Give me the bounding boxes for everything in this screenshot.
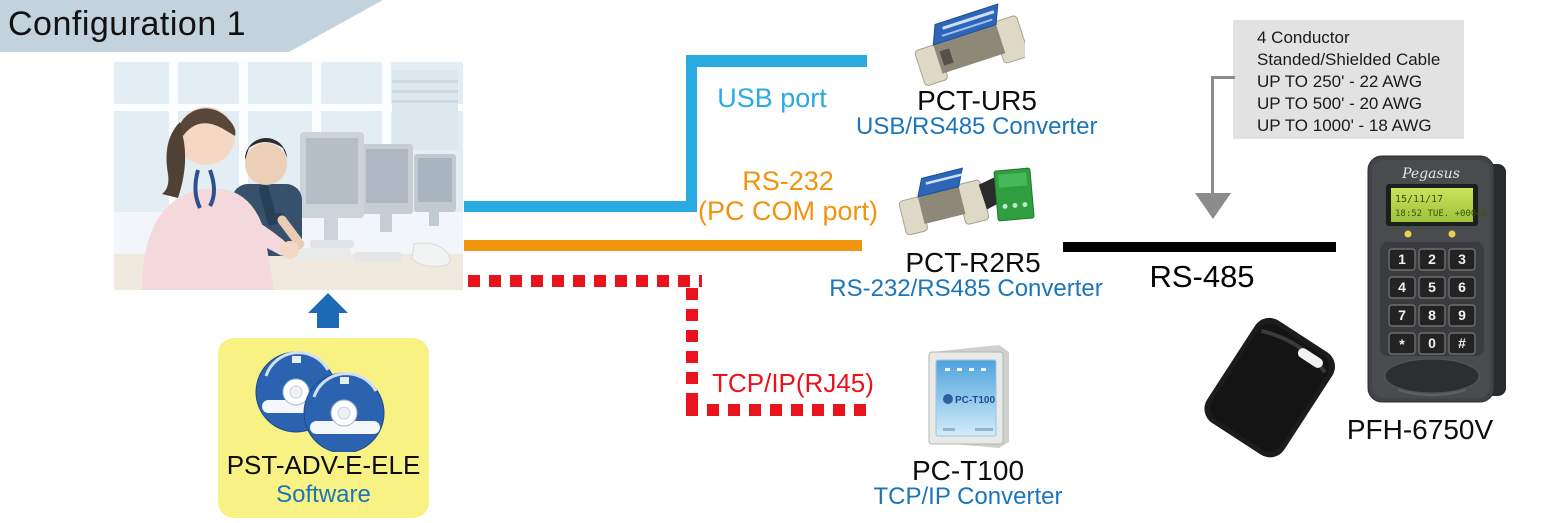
rs232-label-line1: RS-232	[742, 166, 834, 196]
pct-r2r5-image	[898, 167, 1035, 236]
keypad-key: *	[1399, 336, 1405, 352]
cable-note-line-1: 4 Conductor	[1257, 28, 1350, 47]
key-fob-image	[1204, 317, 1335, 458]
cable-note-line-3: UP TO 250' - 22 AWG	[1257, 72, 1423, 91]
keypad-key: 3	[1458, 251, 1466, 267]
rs232-line	[464, 240, 862, 251]
rs485-line	[1063, 242, 1336, 252]
software-name: PST-ADV-E-ELE	[226, 450, 421, 480]
software-arrow-icon	[308, 293, 348, 313]
pfh-6750v-keypad: 1 2 3 4 5 6 7 8 9 * 0 #	[1388, 248, 1476, 355]
pct-r2r5-description: RS-232/RS485 Converter	[829, 275, 1103, 302]
keypad-key: #	[1458, 335, 1466, 351]
pfh-6750v-lcd-line1: 15/11/17	[1395, 194, 1443, 205]
cable-note-line-4: UP TO 500' - 20 AWG	[1257, 94, 1423, 113]
cable-note-connector-vertical	[1211, 76, 1214, 194]
pfh-6750v-name: PFH-6750V	[1346, 414, 1494, 445]
keypad-key: 2	[1428, 251, 1436, 267]
banner-title: Configuration 1	[8, 5, 247, 43]
keypad-key: 6	[1458, 279, 1466, 295]
tcpip-line-horizontal-2	[686, 404, 870, 416]
keypad-key: 9	[1458, 307, 1466, 323]
usb-line-horizontal	[464, 201, 697, 212]
tcpip-line-vertical	[686, 288, 698, 409]
cable-note-connector-horizontal	[1211, 76, 1235, 79]
pfh-6750v-brand: Pegasus	[1401, 166, 1460, 182]
pfh-6750v-image: Pegasus 15/11/17 18:52 TUE. +00046 1 2 3…	[1367, 155, 1506, 403]
usb-line-top	[686, 55, 867, 67]
usb-line-vertical	[686, 55, 697, 212]
pct-r2r5-name: PCT-R2R5	[905, 247, 1041, 278]
cable-note-line-2: Standed/Shielded Cable	[1257, 50, 1441, 69]
cable-note-line-5: UP TO 1000' - 18 AWG	[1257, 116, 1432, 135]
pfh-6750v-lcd-line2: 18:52 TUE. +00046	[1395, 209, 1487, 219]
keypad-key: 7	[1398, 307, 1406, 323]
pc-t100-panel-label: PC-T100	[955, 395, 995, 406]
software-cds-icon	[255, 351, 385, 452]
rs485-label: RS-485	[1149, 259, 1255, 294]
pc-t100-image: PC-T100	[928, 345, 1009, 448]
keypad-key: 0	[1428, 335, 1436, 351]
keypad-key: 8	[1428, 307, 1436, 323]
pct-ur5-description: USB/RS485 Converter	[856, 113, 1098, 140]
office-photo	[114, 62, 463, 290]
tcpip-line-horizontal-1	[468, 275, 702, 287]
usb-port-label: USB port	[717, 83, 827, 113]
pc-t100-name: PC-T100	[911, 455, 1025, 486]
cable-note-arrow-icon	[1195, 193, 1231, 219]
keypad-key: 1	[1398, 251, 1406, 267]
keypad-key: 4	[1398, 279, 1406, 295]
pc-t100-description: TCP/IP Converter	[873, 483, 1063, 510]
rs232-label: RS-232 (PC COM port)	[688, 166, 888, 226]
rs232-label-line2: (PC COM port)	[697, 196, 878, 226]
software-box: PST-ADV-E-ELE Software	[218, 338, 429, 518]
pct-ur5-image	[914, 3, 1025, 86]
software-type-label: Software	[276, 481, 371, 508]
software-arrow-stem	[317, 313, 339, 328]
tcpip-label: TCP/IP(RJ45)	[712, 368, 874, 398]
keypad-key: 5	[1428, 279, 1436, 295]
pct-ur5-name: PCT-UR5	[917, 85, 1037, 116]
cable-note: 4 Conductor Standed/Shielded Cable UP TO…	[1233, 20, 1464, 139]
